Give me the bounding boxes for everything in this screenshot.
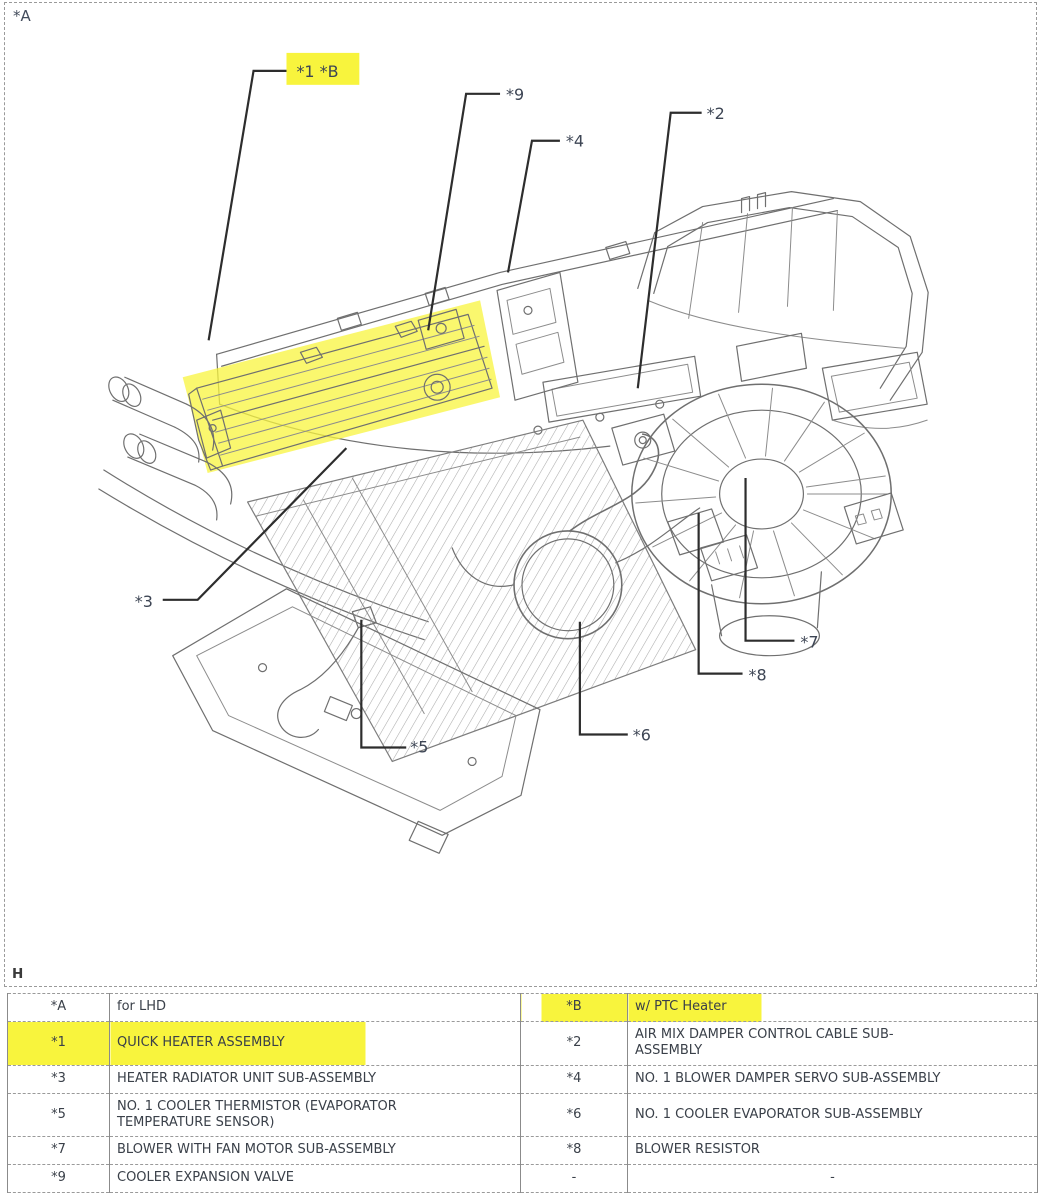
legend-tag-cell: *B: [520, 993, 628, 1022]
legend-desc-cell: for LHD: [109, 993, 521, 1022]
callout-layer: *1 *B *9 *4 *2 *3 *5 *6 *7 *8: [135, 52, 819, 756]
diagram-artwork: [98, 191, 929, 854]
figure-variant-label: *A: [13, 7, 31, 25]
legend-desc-cell: HEATER RADIATOR UNIT SUB-ASSEMBLY: [109, 1064, 521, 1094]
legend-tag-cell: *6: [520, 1092, 628, 1137]
callout-label-1b: *1 *B: [296, 62, 338, 81]
legend-tag-cell: *4: [520, 1064, 628, 1094]
legend-tag-cell: *1: [7, 1021, 110, 1066]
leader-line-4: [506, 139, 560, 273]
leader-line-3: [162, 447, 348, 601]
legend-desc-cell: NO. 1 COOLER THERMISTOR (EVAPORATOR TEMP…: [109, 1092, 521, 1137]
leader-line-2: [636, 111, 702, 389]
legend-tag-cell: *3: [7, 1064, 110, 1094]
legend-desc-cell: BLOWER RESISTOR: [627, 1136, 1038, 1165]
legend-desc-cell: AIR MIX DAMPER CONTROL CABLE SUB- ASSEMB…: [627, 1021, 1038, 1066]
legend-desc-cell: COOLER EXPANSION VALVE: [109, 1164, 521, 1193]
leader-line-5: [360, 619, 407, 749]
leader-line-1b: [207, 69, 289, 341]
legend-tag-cell: *7: [7, 1136, 110, 1165]
legend-desc-cell: w/ PTC Heater: [627, 993, 1038, 1022]
legend-desc-cell: -: [627, 1164, 1038, 1193]
callout-label-9: *9: [506, 85, 524, 104]
legend-desc-cell: NO. 1 COOLER EVAPORATOR SUB-ASSEMBLY: [627, 1092, 1038, 1137]
legend-desc-cell: BLOWER WITH FAN MOTOR SUB-ASSEMBLY: [109, 1136, 521, 1165]
legend-desc-cell: NO. 1 BLOWER DAMPER SERVO SUB-ASSEMBLY: [627, 1064, 1038, 1094]
callout-label-4: *4: [566, 132, 584, 151]
callout-label-7: *7: [800, 633, 818, 652]
hvac-exploded-diagram: *1 *B *9 *4 *2 *3 *5 *6 *7 *8: [98, 52, 929, 854]
callout-label-8: *8: [749, 666, 767, 685]
legend-tag-cell: *9: [7, 1164, 110, 1193]
legend-tag-cell: *5: [7, 1092, 110, 1137]
leader-line-6: [578, 621, 628, 736]
leader-line-7: [744, 478, 795, 642]
legend-tag-cell: *A: [7, 993, 110, 1022]
figure-panel: *A: [4, 2, 1037, 987]
callout-label-6: *6: [633, 725, 651, 744]
leader-line-8: [697, 512, 743, 675]
callout-label-3: *3: [135, 592, 153, 611]
callout-label-5: *5: [410, 737, 428, 756]
legend-tag-cell: *2: [520, 1021, 628, 1066]
legend-tag-cell: *8: [520, 1136, 628, 1165]
legend-tag-cell: -: [520, 1164, 628, 1193]
legend-desc-cell: QUICK HEATER ASSEMBLY: [109, 1021, 521, 1066]
callout-label-2: *2: [707, 104, 725, 123]
figure-footnote-h: H: [12, 966, 24, 982]
callout-highlight-1b: [286, 52, 360, 85]
leader-line-9: [427, 92, 501, 331]
